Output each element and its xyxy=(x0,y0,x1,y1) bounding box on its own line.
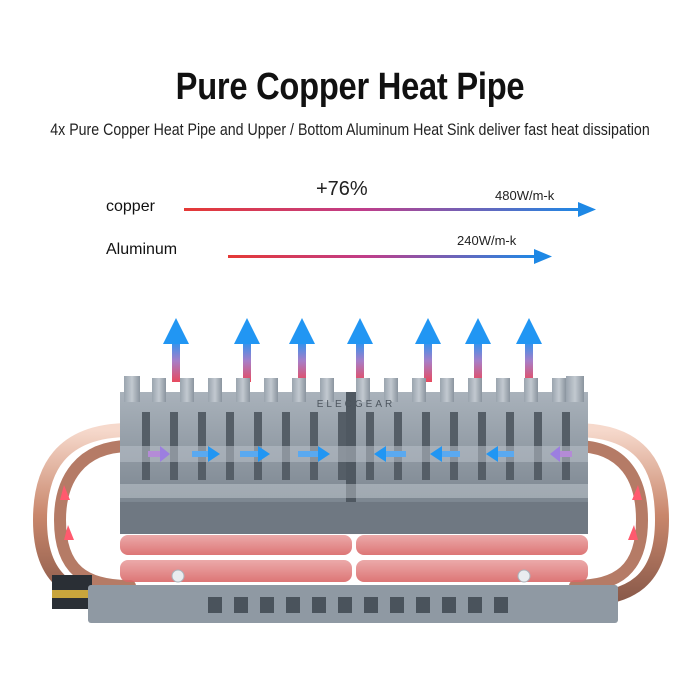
bottom-heat-sink xyxy=(88,585,618,623)
aluminum-label: Aluminum xyxy=(106,241,178,258)
brand-logo: ELECGEAR xyxy=(317,399,395,410)
upper-heat-sink xyxy=(120,376,588,502)
aluminum-conductivity: 240W/m-k xyxy=(457,233,517,248)
difference-label: +76% xyxy=(316,178,368,200)
upward-heat-arrows xyxy=(163,318,542,382)
copper-label: copper xyxy=(106,198,155,215)
aluminum-arrow xyxy=(228,249,552,264)
horizontal-flow-arrows xyxy=(148,446,572,462)
copper-conductivity: 480W/m-k xyxy=(495,188,555,203)
page-subtitle: 4x Pure Copper Heat Pipe and Upper / Bot… xyxy=(50,121,650,139)
screw-left xyxy=(171,569,185,583)
screw-right xyxy=(517,569,531,583)
page-title: Pure Copper Heat Pipe xyxy=(175,66,525,108)
middle-plate xyxy=(120,502,588,534)
copper-arrow xyxy=(184,202,596,217)
